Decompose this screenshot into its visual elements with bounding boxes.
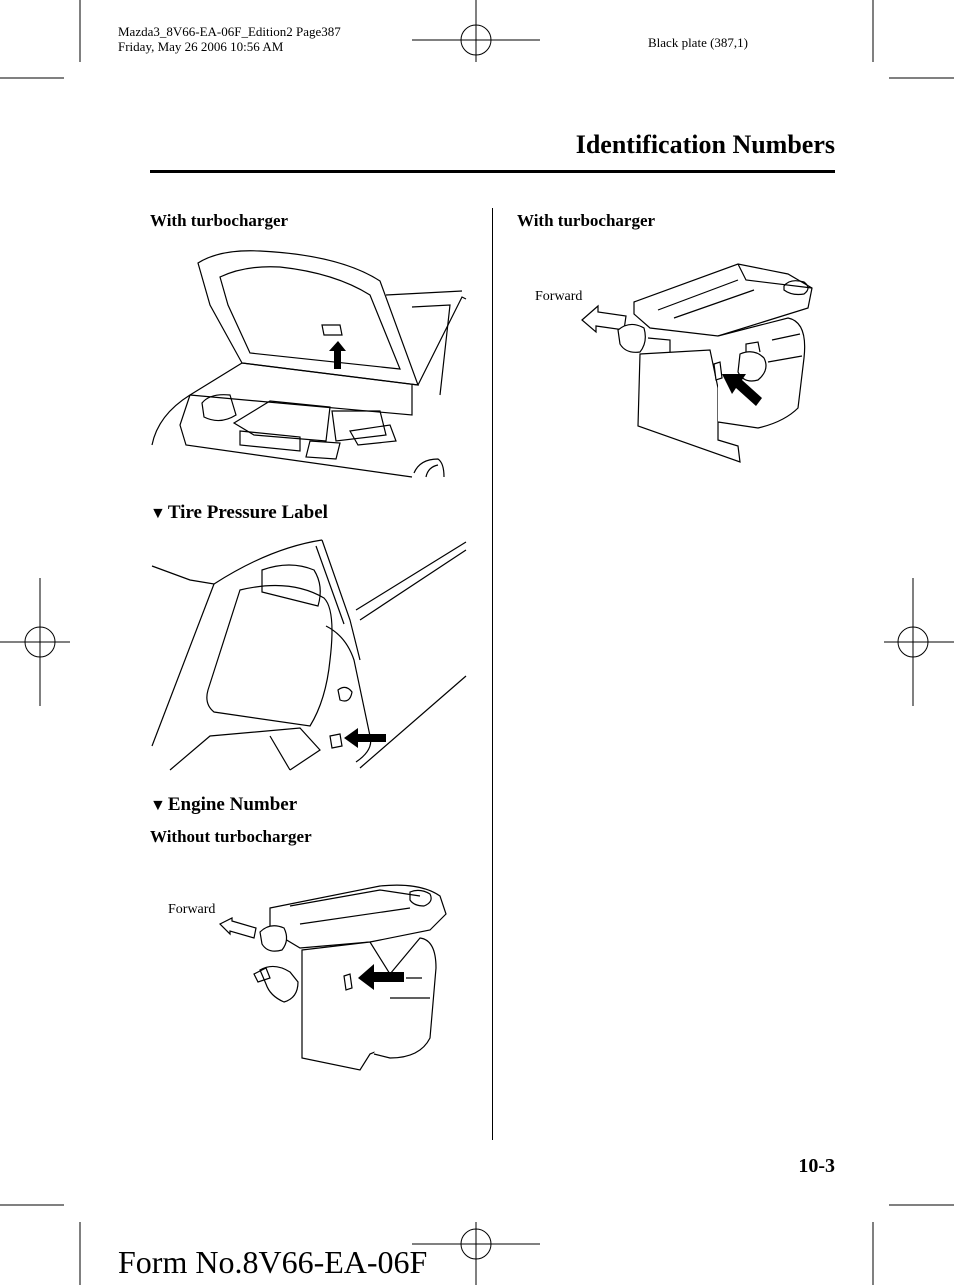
heading-marker: ▼ [150,505,166,522]
form-number: Form No.8V66-EA-06F [118,1244,428,1280]
caption-with-turbocharger: With turbocharger [150,211,289,230]
engine-number-heading-text: Engine Number [167,794,298,815]
forward-label-right: Forward [535,289,583,304]
tire-pressure-label-illustration [151,539,467,771]
caption-without-turbocharger: Without turbocharger [150,827,312,846]
column-divider [492,208,493,1140]
engine-with-turbo-illustration [581,263,813,463]
print-file-line: Mazda3_8V66-EA-06F_Edition2 Page387 [118,24,341,39]
engine-without-turbo-illustration [218,884,447,1071]
caption-right-with-turbocharger: With turbocharger [517,211,656,230]
hood-label-illustration [151,250,467,478]
tire-pressure-heading: ▼Tire Pressure Label [150,502,328,524]
tire-pressure-heading-text: Tire Pressure Label [167,502,328,523]
heading-marker: ▼ [150,797,166,814]
page-number: 10-3 [798,1155,835,1177]
engine-number-heading: ▼Engine Number [150,794,297,816]
print-date-line: Friday, May 26 2006 10:56 AM [118,39,284,54]
section-title: Identification Numbers [575,130,835,159]
title-rule [150,170,835,173]
forward-label-left: Forward [168,902,216,917]
plate-label: Black plate (387,1) [648,35,748,50]
